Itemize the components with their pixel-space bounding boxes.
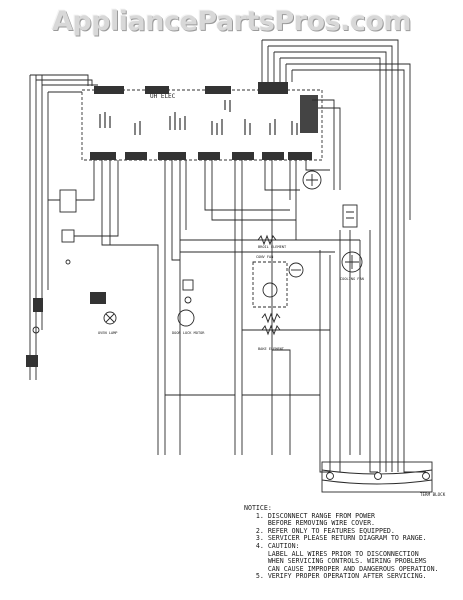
broil-element-label: BROIL ELEMENT — [258, 245, 287, 249]
term-block-label: TERM BLOCK — [420, 492, 446, 497]
oven-lamp-label: OVEN LAMP — [98, 331, 117, 335]
conv-fan-label: CONV FAN — [256, 255, 273, 259]
left-harness — [26, 74, 98, 380]
notice-line: 4. CAUTION: — [244, 541, 300, 550]
notice-title: NOTICE: — [244, 504, 272, 512]
board-output-wires — [93, 160, 371, 455]
cooling-fan-label: COOLING FAN — [340, 277, 364, 281]
notice-line: BEFORE REMOVING WIRE COVER. — [244, 519, 376, 528]
control-board: UH ELEC — [81, 82, 323, 161]
notice-line: 1. DISCONNECT RANGE FROM POWER — [244, 511, 376, 520]
bake-element-label: BAKE ELEMENT — [258, 347, 285, 351]
right-harness — [261, 39, 411, 455]
notice-line: LABEL ALL WIRES PRIOR TO DISCONNECTION — [244, 549, 419, 558]
notice-line: 2. REFER ONLY TO FEATURES EQUIPPED. — [244, 526, 395, 535]
notice-line: 3. SERVICER PLEASE RETURN DIAGRAM TO RAN… — [244, 534, 427, 543]
notice-block: NOTICE: 1. DISCONNECT RANGE FROM POWER B… — [244, 504, 456, 581]
watermark-text: AppliancePartsPros.com — [51, 6, 412, 37]
board-label: UH ELEC — [150, 93, 176, 100]
notice-line: 5. VERIFY PROPER OPERATION AFTER SERVICI… — [244, 572, 427, 581]
notice-line: CAN CAUSE IMPROPER AND DANGEROUS OPERATI… — [244, 564, 439, 573]
door-lock-label: DOOR LOCK MOTOR — [172, 331, 205, 335]
components — [48, 170, 433, 493]
notice-line: WHEN SERVICING CONTROLS. WIRING PROBLEMS — [244, 557, 427, 566]
notice-items: 1. DISCONNECT RANGE FROM POWER BEFORE RE… — [244, 511, 456, 581]
